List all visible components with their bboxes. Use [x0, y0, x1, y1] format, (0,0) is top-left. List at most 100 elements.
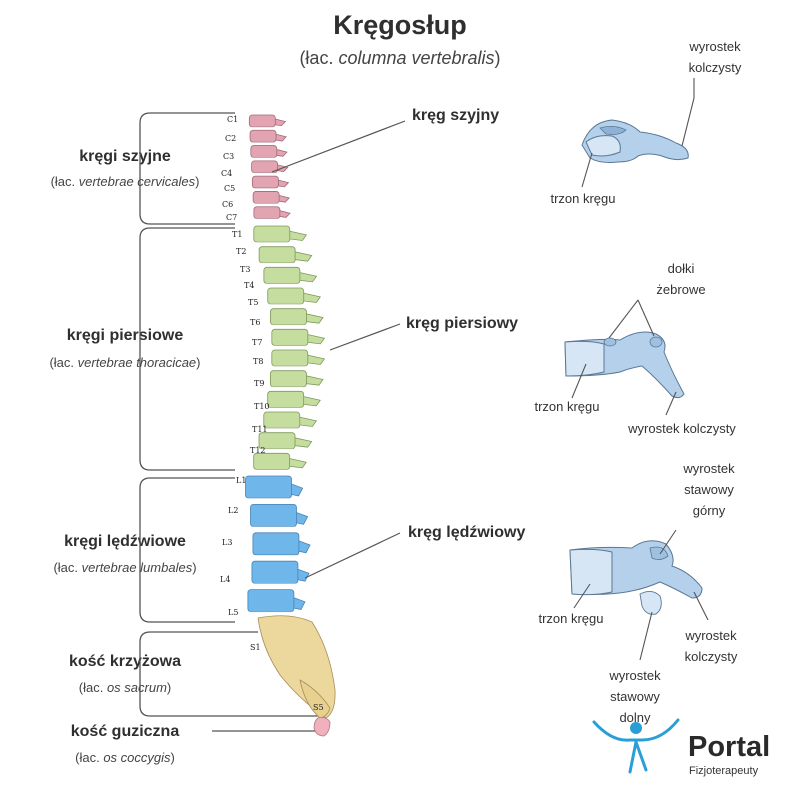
- intervertebral-disc: [251, 157, 276, 161]
- region-latin: (łac. os sacrum): [78, 680, 172, 695]
- intervertebral-disc: [253, 188, 278, 192]
- vertebra-label-t1: T1: [232, 230, 242, 239]
- region-latin: (łac. vertebrae lumbales): [53, 560, 197, 575]
- bracket-cervical: [139, 112, 235, 225]
- cervical-body-label: trzon kręgu: [550, 191, 616, 206]
- vertebra-label-t9: T9: [254, 379, 264, 388]
- subtitle-latin: columna vertebralis: [338, 48, 495, 68]
- region-cervical: kręgi szyjne (łac. vertebrae cervicales): [30, 148, 220, 189]
- cervical-vertebrae: [248, 114, 291, 222]
- callout-line-cervical: [271, 120, 406, 173]
- thoracic-vertebra: [267, 287, 305, 305]
- callout-lines: [271, 120, 406, 579]
- intervertebral-disc: [264, 428, 299, 433]
- region-name: kręgi piersiowe: [66, 327, 184, 344]
- intervertebral-disc: [272, 366, 307, 371]
- page-subtitle: (łac. columna vertebralis): [0, 48, 800, 69]
- lumbar-body-label: trzon kręgu: [538, 611, 604, 626]
- region-sacrum: kość krzyżowa (łac. os sacrum): [30, 653, 220, 695]
- region-name: kręgi lędźwiowe: [64, 533, 186, 550]
- vertebra-label-c6: C6: [222, 200, 233, 209]
- thoracic-vertebra: [253, 225, 291, 243]
- intervertebral-disc: [251, 526, 296, 533]
- intervertebral-disc: [254, 218, 279, 222]
- bracket-thoracic: [139, 227, 235, 471]
- region-latin: (łac. vertebrae cervicales): [50, 174, 200, 189]
- vertebra-label-t10: T10: [254, 402, 270, 411]
- region-lumbar: kręgi lędźwiowe (łac. vertebrae lumbales…: [30, 533, 220, 575]
- subtitle-prefix: (łac.: [299, 48, 334, 68]
- lumbar-inferior-label: wyrostek stawowy dolny: [609, 668, 661, 725]
- lumbar-vertebra: [247, 589, 295, 613]
- vertebra-label-l5: L5: [228, 608, 238, 617]
- page-title: Kręgosłup: [333, 10, 467, 40]
- intervertebral-disc: [246, 498, 291, 505]
- vertebra-label-c3: C3: [223, 152, 234, 161]
- cervical-vertebra: [252, 191, 280, 204]
- thoracic-process-label: wyrostek kolczysty: [628, 421, 736, 436]
- intervertebral-disc: [254, 242, 289, 247]
- logo-name: Portal: [688, 731, 771, 763]
- vertebra-label-t7: T7: [252, 338, 262, 347]
- lumbar-vertebra: [250, 503, 297, 527]
- intervertebral-disc: [271, 386, 306, 392]
- thoracic-vertebra: [270, 308, 307, 326]
- intervertebral-disc: [268, 304, 303, 309]
- cervical-vertebra: [253, 206, 281, 220]
- intervertebral-disc: [254, 469, 289, 474]
- thoracic-vertebra: [263, 266, 301, 284]
- thoracic-vertebra: [253, 452, 291, 470]
- callout-lumbar: kręg lędźwiowy: [408, 524, 526, 541]
- vertebra-label-l3: L3: [222, 538, 232, 547]
- logo-sub: Fizjoterapeuty: [689, 765, 759, 777]
- intervertebral-disc: [251, 142, 276, 146]
- thoracic-facets-label: dołki żebrowe: [656, 261, 706, 297]
- thoracic-vertebra: [267, 390, 305, 408]
- intervertebral-disc: [260, 448, 295, 454]
- vertebra-label-l1: L1: [236, 476, 246, 485]
- callout-line-thoracic: [329, 323, 401, 351]
- vertebra-label-c2: C2: [225, 134, 236, 143]
- vertebra-label-t3: T3: [240, 265, 250, 274]
- vertebra-label-c1: C1: [227, 115, 238, 124]
- coccyx: [313, 717, 331, 737]
- vertebra-label-l2: L2: [228, 506, 238, 515]
- callout-thoracic: kręg piersiowy: [406, 315, 519, 332]
- thoracic-body-label: trzon kręgu: [534, 399, 600, 414]
- subtitle-suffix: ): [494, 48, 501, 68]
- vertebra-label-c7: C7: [226, 213, 237, 222]
- region-latin: (łac. os coccygis): [75, 750, 175, 765]
- bracket-sacrum: [139, 631, 318, 717]
- lumbar-vertebra: [251, 560, 299, 584]
- thoracic-vertebra: [271, 328, 309, 346]
- lumbar-vertebra: [245, 475, 292, 499]
- cervical-vertebra-illustration: [581, 119, 689, 163]
- intervertebral-disc: [260, 262, 295, 268]
- intervertebral-disc: [271, 324, 306, 330]
- lumbar-vertebra-illustration: [569, 540, 703, 615]
- sacrum-lower: [299, 679, 331, 719]
- region-name: kość krzyżowa: [68, 653, 182, 670]
- vertebra-label-l4: L4: [220, 575, 230, 584]
- vertebra-label-t5: T5: [248, 298, 258, 307]
- vertebra-labels: C1C2C3C4C5C6C7T1T2T3T4T5T6T7T8T9T10T11T1…: [220, 115, 324, 712]
- cervical-vertebra: [248, 114, 276, 128]
- vertebra-label-t8: T8: [253, 357, 263, 366]
- callout-cervical: kręg szyjny: [412, 107, 500, 124]
- thoracic-vertebra-illustration: [564, 331, 685, 399]
- vertebra-label-t12: T12: [250, 446, 266, 455]
- intervertebral-disc: [253, 554, 298, 562]
- intervertebral-disc: [252, 583, 297, 590]
- vertebra-label-s1: S1: [250, 643, 261, 652]
- spine-column: [245, 114, 336, 737]
- cervical-process-label: wyrostek kolczysty: [688, 39, 742, 75]
- vertebra-label-s5: S5: [313, 703, 324, 712]
- region-name: kręgi szyjne: [79, 148, 171, 165]
- region-brackets: [139, 112, 318, 732]
- cervical-pointers: [581, 78, 695, 188]
- thoracic-vertebra: [269, 370, 307, 388]
- region-coccyx: kość guziczna (łac. os coccygis): [30, 723, 220, 765]
- thoracic-vertebra: [258, 246, 296, 264]
- callout-line-lumbar: [304, 532, 401, 579]
